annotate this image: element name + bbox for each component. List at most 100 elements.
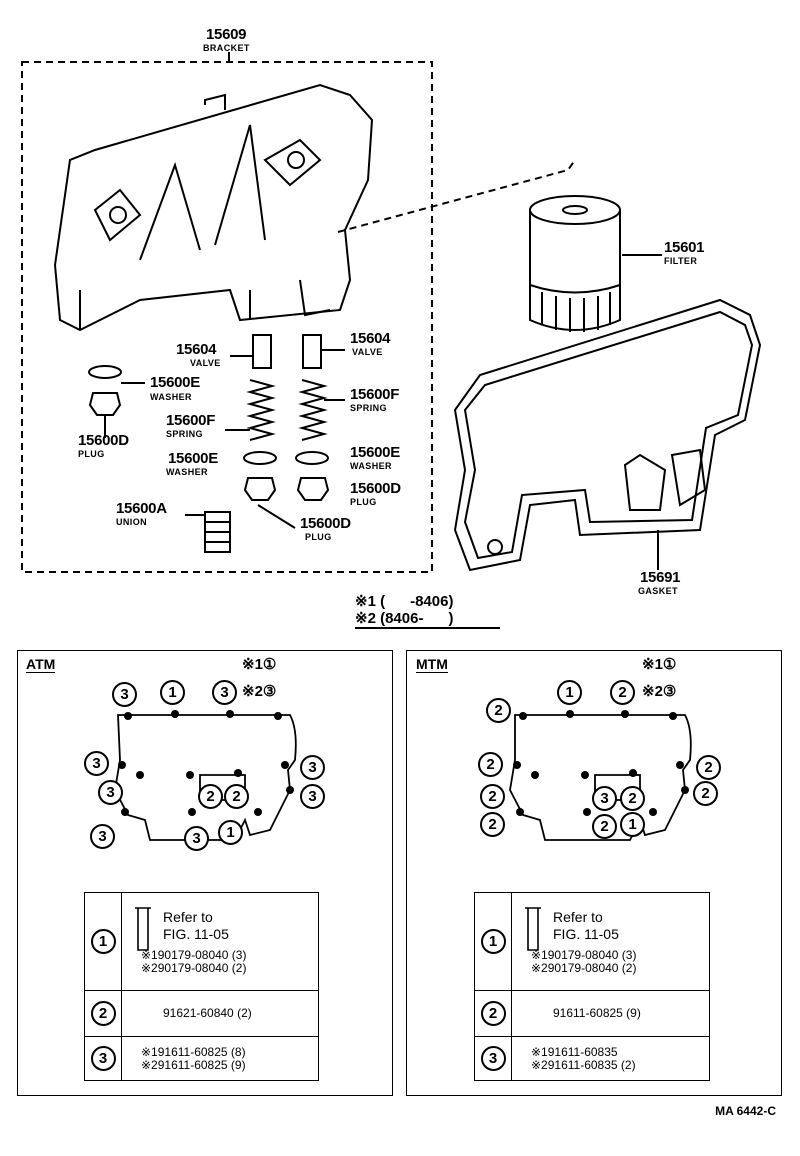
label-washer-right: 15600E	[350, 444, 400, 461]
mtm-key-2: ※2③	[642, 683, 677, 700]
mtm-circle-8: 2	[480, 812, 505, 837]
legend-line-1: ※1 ( -8406)	[355, 593, 454, 610]
mtm-circle-12: 1	[620, 812, 645, 837]
mtm-circle-3: 2	[610, 680, 635, 705]
atm-circle-2: 1	[160, 680, 185, 705]
atm-row-3-num: 3	[90, 1046, 116, 1071]
atm-circle-6: 3	[300, 755, 325, 780]
legend-line-2: ※2 (8406- )	[355, 610, 454, 627]
atm-row-1-fig: FIG. 11-05	[163, 925, 229, 942]
mtm-circle-5: 2	[480, 784, 505, 809]
mtm-circle-6: 2	[696, 755, 721, 780]
label-washer-right-name: WASHER	[350, 461, 392, 471]
mtm-row-2-num: 2	[480, 1001, 506, 1026]
atm-circle-1: 3	[112, 682, 137, 707]
atm-circle-9: 2	[224, 784, 249, 809]
label-filter-name: FILTER	[664, 256, 698, 266]
atm-row-3-a: ※191611-60825 (8)	[141, 1044, 246, 1059]
atm-row-2: 2 91621-60840 (2)	[84, 990, 319, 1037]
atm-row-2-text: 91621-60840 (2)	[163, 1006, 252, 1020]
mtm-circle-7: 2	[693, 781, 718, 806]
filter-body	[529, 210, 621, 331]
mtm-title: MTM	[416, 656, 448, 673]
label-plug-left: 15600D	[78, 432, 129, 449]
label-washer-mid: 15600E	[168, 450, 218, 467]
label-bracket-name: BRACKET	[203, 43, 250, 53]
label-spring-left-name: SPRING	[166, 429, 203, 439]
mtm-circle-10: 2	[620, 786, 645, 811]
atm-circle-11: 3	[184, 826, 209, 851]
atm-fastener-table: 1 Refer to FIG. 11-05 ※190179-08040 (3) …	[84, 892, 319, 1081]
atm-key-2: ※2③	[242, 683, 277, 700]
mtm-circle-2: 1	[557, 680, 582, 705]
label-union: 15600A	[116, 500, 167, 517]
mtm-row-1-num: 1	[480, 929, 506, 954]
label-filter: 15601	[664, 239, 705, 256]
label-union-name: UNION	[116, 517, 147, 527]
atm-row-2-num: 2	[90, 1001, 116, 1026]
mtm-fastener-table: 1 Refer to FIG. 11-05 ※190179-08040 (3) …	[474, 892, 710, 1081]
bracket-frame	[21, 61, 433, 573]
drawing-code: MA 6442-C	[715, 1104, 776, 1118]
atm-title: ATM	[26, 656, 56, 673]
atm-circle-3: 3	[212, 680, 237, 705]
label-plug-mid: 15600D	[300, 515, 351, 532]
label-spring-left: 15600F	[166, 412, 216, 429]
label-gasket: 15691	[640, 569, 681, 586]
union-coil	[204, 511, 231, 553]
label-valve-left-name: VALVE	[190, 358, 221, 368]
atm-circle-10: 3	[90, 824, 115, 849]
mtm-row-3-a: ※191611-60835	[531, 1044, 618, 1059]
atm-circle-4: 3	[84, 751, 109, 776]
mtm-row-2-text: 91611-60825 (9)	[553, 1006, 641, 1020]
label-bracket: 15609	[206, 26, 247, 43]
mtm-circle-11: 2	[592, 814, 617, 839]
atm-row-1-num: 1	[90, 929, 116, 954]
label-valve-right: 15604	[350, 330, 391, 347]
mtm-row-2: 2 91611-60825 (9)	[474, 990, 710, 1037]
gasket-outline	[453, 298, 762, 572]
mtm-circle-4: 2	[478, 752, 503, 777]
atm-circle-12: 1	[218, 820, 243, 845]
label-washer-left: 15600E	[150, 374, 200, 391]
mtm-row-1-a: ※190179-08040 (3)	[531, 947, 637, 962]
label-spring-right: 15600F	[350, 386, 400, 403]
atm-row-3: 3 ※191611-60825 (8) ※291611-60825 (9)	[84, 1036, 319, 1081]
label-washer-left-name: WASHER	[150, 392, 192, 402]
atm-row-3-b: ※291611-60825 (9)	[141, 1057, 246, 1072]
bracket-body	[53, 83, 374, 332]
atm-circle-5: 3	[98, 780, 123, 805]
label-plug-left-name: PLUG	[78, 449, 105, 459]
spring-right-coil	[298, 379, 328, 441]
mtm-row-1-refer: Refer to	[553, 908, 603, 925]
label-gasket-name: GASKET	[638, 586, 678, 596]
mtm-circle-9: 3	[592, 786, 617, 811]
mtm-row-1-b: ※290179-08040 (2)	[531, 960, 637, 975]
atm-panel	[17, 650, 393, 1096]
label-valve-left: 15604	[176, 341, 217, 358]
atm-row-1-b: ※290179-08040 (2)	[141, 960, 247, 975]
atm-circle-8: 2	[198, 784, 223, 809]
mtm-key-1: ※1①	[642, 656, 677, 673]
mtm-row-3-num: 3	[480, 1046, 506, 1071]
mtm-panel	[406, 650, 782, 1096]
atm-row-1-a: ※190179-08040 (3)	[141, 947, 247, 962]
label-spring-right-name: SPRING	[350, 403, 387, 413]
label-plug-mid-name: PLUG	[305, 532, 332, 542]
label-plug-right: 15600D	[350, 480, 401, 497]
label-plug-right-name: PLUG	[350, 497, 377, 507]
label-valve-right-name: VALVE	[352, 347, 383, 357]
label-washer-mid-name: WASHER	[166, 467, 208, 477]
mtm-circle-1: 2	[486, 698, 511, 723]
spring-left-coil	[246, 379, 276, 441]
mtm-row-3-b: ※291611-60835 (2)	[531, 1057, 636, 1072]
atm-key-1: ※1①	[242, 656, 277, 673]
mtm-row-3: 3 ※191611-60835 ※291611-60835 (2)	[474, 1036, 710, 1081]
mtm-row-1-fig: FIG. 11-05	[553, 925, 619, 942]
atm-row-1: 1 Refer to FIG. 11-05 ※190179-08040 (3) …	[84, 892, 319, 991]
atm-row-1-refer: Refer to	[163, 908, 213, 925]
atm-circle-7: 3	[300, 784, 325, 809]
